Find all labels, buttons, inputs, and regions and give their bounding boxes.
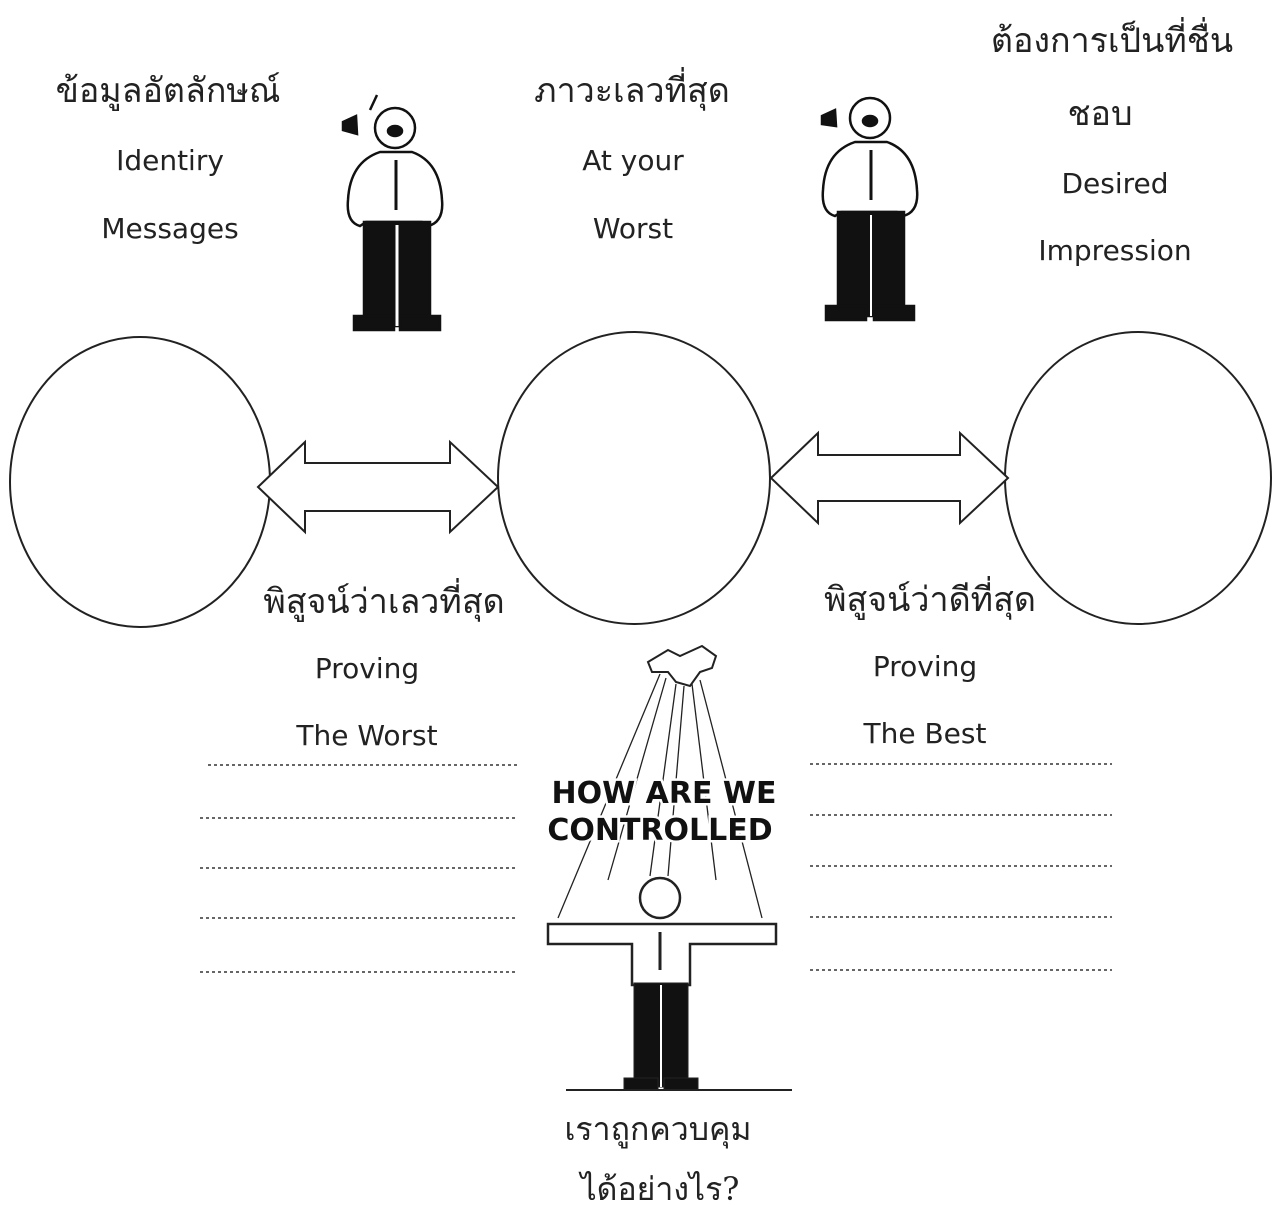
identity-thai-label: ข้อมูลอัตลักษณ์ <box>56 71 281 111</box>
answer-lines-right <box>810 763 1112 971</box>
desired-thai-label-2: ชอบ <box>1067 94 1132 134</box>
puppet-title-line-2: CONTROLLED <box>547 813 772 848</box>
double-arrow-icon <box>256 439 500 535</box>
person-with-megaphone-icon <box>820 96 919 322</box>
worst-en-label-2: Worst <box>593 212 673 245</box>
prove-best-en-label-1: Proving <box>873 650 977 683</box>
puppet-title-line-1: HOW ARE WE <box>552 776 777 811</box>
desired-en-label-2: Impression <box>1038 234 1191 267</box>
answer-lines-left <box>200 764 518 973</box>
bottom-caption-line-2: ได้อย่างไร? <box>578 1170 740 1208</box>
marionette-icon <box>546 644 792 1091</box>
prove-worst-en-label-2: The Worst <box>295 719 437 752</box>
prove-worst-thai-label: พิสูจน์ว่าเลวที่สุด <box>263 578 504 622</box>
desired-en-label-1: Desired <box>1061 167 1168 200</box>
worst-en-label-1: At your <box>582 144 684 177</box>
bottom-caption-line-1: เราถูกควบคุม <box>564 1110 751 1149</box>
desired-circle <box>1004 331 1272 625</box>
worst-circle <box>497 331 771 625</box>
identity-circle <box>9 336 271 628</box>
identity-en-label-1: Identiry <box>116 144 224 177</box>
identity-en-label-2: Messages <box>101 212 238 245</box>
worst-thai-label: ภาวะเลวที่สุด <box>534 67 730 111</box>
prove-best-thai-label: พิสูจน์ว่าดีที่สุด <box>824 576 1036 620</box>
desired-thai-label-1: ต้องการเป็นที่ชื่น <box>991 17 1233 61</box>
prove-best-en-label-2: The Best <box>863 717 987 750</box>
double-arrow-icon <box>769 430 1010 526</box>
person-with-megaphone-icon <box>341 94 444 332</box>
prove-worst-en-label-1: Proving <box>315 652 419 685</box>
